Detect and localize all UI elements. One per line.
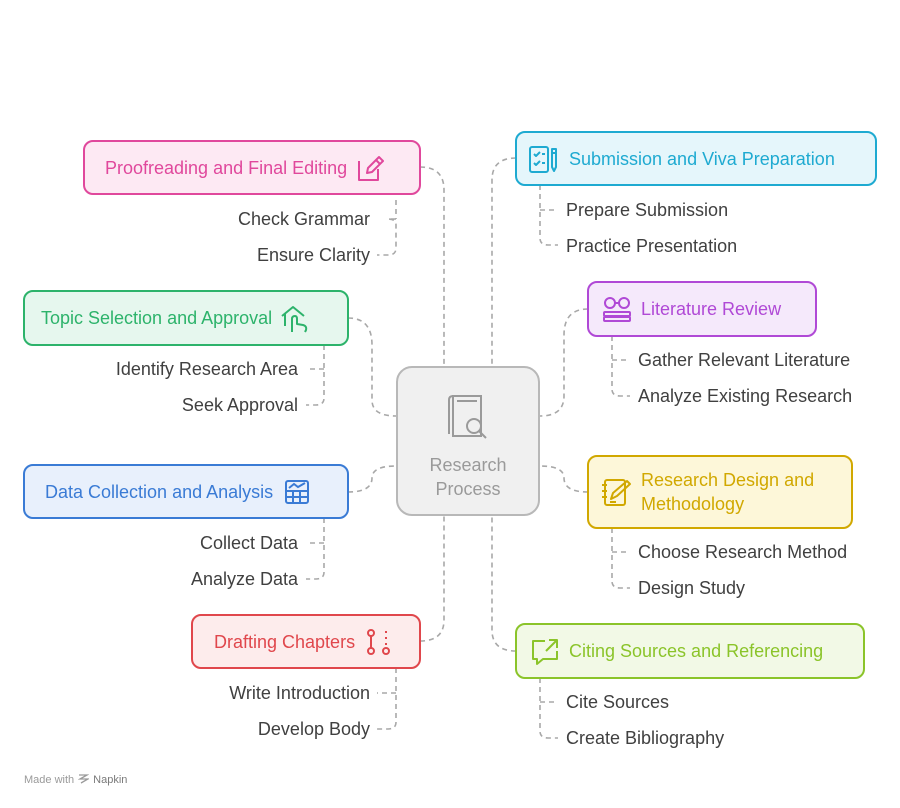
literature-item-2: Analyze Existing Research bbox=[638, 386, 853, 406]
topic-item-1: Identify Research Area bbox=[115, 359, 298, 379]
node-topic-title: Topic Selection and Approval bbox=[41, 308, 273, 328]
watermark: Made with Napkin bbox=[24, 773, 127, 787]
node-data-collection-title: Data Collection and Analysis bbox=[45, 481, 274, 502]
watermark-prefix: Made with bbox=[24, 774, 75, 786]
node-proofreading: Proofreading and Final Editing bbox=[83, 140, 421, 195]
citing-item-2: Create Bibliography bbox=[566, 728, 725, 748]
pencil-edit-icon bbox=[355, 153, 385, 183]
proofreading-item-2: Ensure Clarity bbox=[256, 245, 370, 265]
submission-item-1: Prepare Submission bbox=[566, 200, 729, 220]
git-branch-icon bbox=[365, 627, 393, 657]
node-design-title-line2: Methodology bbox=[641, 494, 745, 514]
node-citing: Citing Sources and Referencing bbox=[515, 623, 865, 679]
home-hand-icon bbox=[278, 302, 310, 334]
node-literature: Literature Review bbox=[587, 281, 817, 337]
node-proofreading-title: Proofreading and Final Editing bbox=[105, 157, 348, 178]
submission-item-2: Practice Presentation bbox=[566, 236, 738, 256]
proofreading-item-1: Check Grammar bbox=[237, 209, 370, 229]
center-title-line1: Research bbox=[429, 455, 507, 475]
node-submission-title: Submission and Viva Preparation bbox=[569, 148, 835, 169]
center-node: Research Process bbox=[396, 366, 540, 516]
topic-item-2: Seek Approval bbox=[181, 395, 298, 415]
napkin-logo-icon bbox=[77, 773, 91, 787]
drafting-item-2: Develop Body bbox=[257, 719, 370, 739]
data-collection-item-2: Analyze Data bbox=[190, 569, 298, 589]
center-title-line2: Process bbox=[435, 479, 501, 499]
node-design: Research Design and Methodology bbox=[587, 455, 853, 529]
node-design-title-line1: Research Design and bbox=[641, 470, 815, 490]
node-submission: Submission and Viva Preparation bbox=[515, 131, 877, 186]
citing-item-1: Cite Sources bbox=[566, 692, 670, 712]
node-topic: Topic Selection and Approval bbox=[23, 290, 349, 346]
node-literature-title: Literature Review bbox=[641, 299, 782, 319]
watermark-brand: Napkin bbox=[93, 774, 128, 786]
book-search-icon bbox=[398, 390, 538, 447]
node-drafting: Drafting Chapters bbox=[191, 614, 421, 669]
node-citing-title: Citing Sources and Referencing bbox=[569, 641, 824, 661]
node-drafting-title: Drafting Chapters bbox=[214, 631, 356, 652]
chart-table-icon bbox=[283, 478, 311, 506]
notebook-pen-icon bbox=[599, 475, 633, 509]
checklist-pen-icon bbox=[527, 143, 561, 175]
glasses-books-icon bbox=[601, 295, 633, 323]
chat-arrow-icon bbox=[529, 636, 561, 666]
node-data-collection: Data Collection and Analysis bbox=[23, 464, 349, 519]
data-collection-item-1: Collect Data bbox=[199, 533, 298, 553]
design-item-1: Choose Research Method bbox=[638, 542, 848, 562]
literature-item-1: Gather Relevant Literature bbox=[638, 350, 851, 370]
design-item-2: Design Study bbox=[638, 578, 746, 598]
drafting-item-1: Write Introduction bbox=[229, 683, 370, 703]
